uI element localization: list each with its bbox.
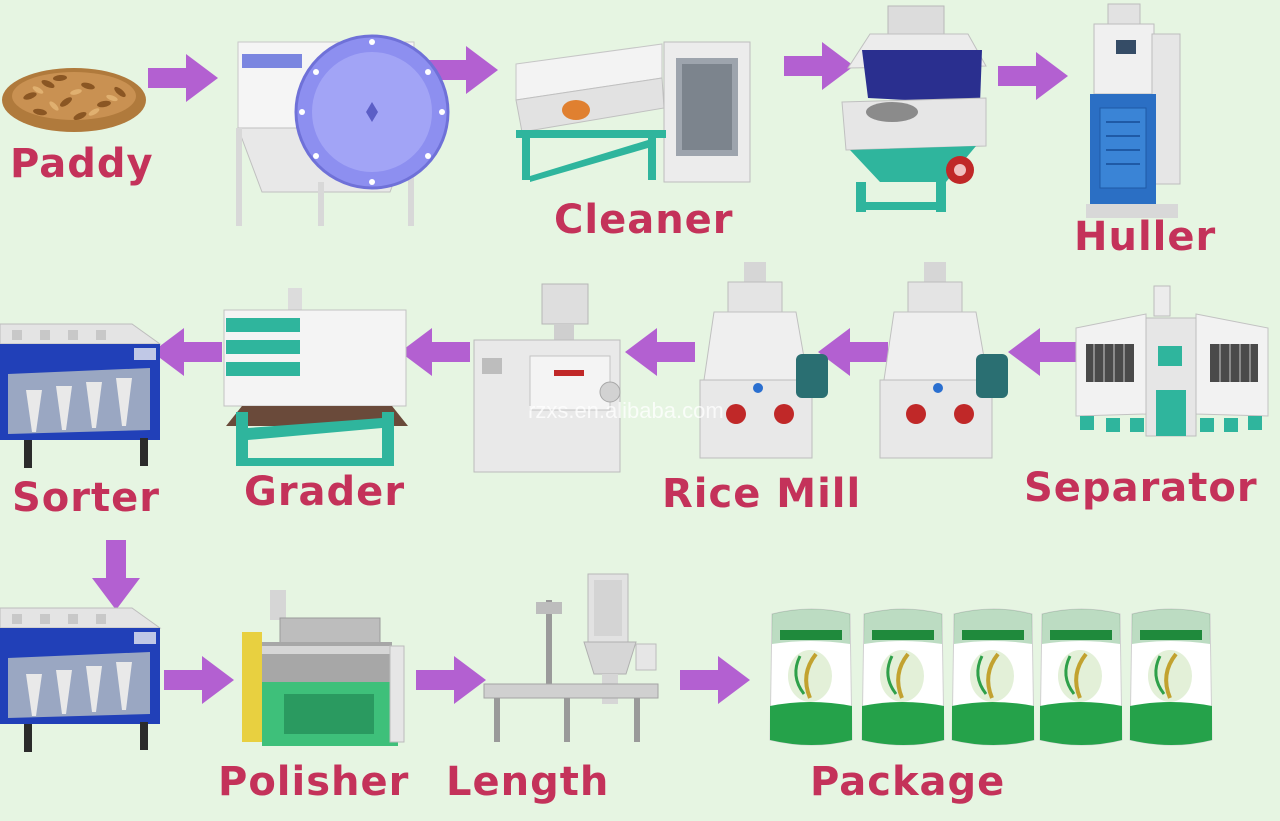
destoner-machine-icon [841, 5, 987, 212]
rice-bag-icon [950, 607, 1036, 747]
label-grader: Grader [244, 469, 406, 515]
rice-bag-icon [1128, 607, 1214, 747]
label-paddy: Paddy [10, 141, 154, 187]
arrow-right-icon [164, 656, 234, 704]
whitener-machine-icon [473, 283, 621, 473]
watermark: rzxs.en.alibaba.com [528, 398, 724, 423]
cleaner-machine-icon [515, 41, 751, 183]
huller-machine-icon [1086, 3, 1181, 218]
polisher-machine-icon [242, 590, 405, 746]
grain-pile-icon [2, 68, 146, 132]
drum-cleaner-machine-icon [236, 34, 450, 226]
label-cleaner: Cleaner [554, 197, 734, 243]
label-length: Length [446, 759, 610, 805]
separator-machine-icon [1075, 285, 1269, 437]
arrow-right-icon [998, 52, 1068, 100]
arrow-right-icon [416, 656, 486, 704]
label-polisher: Polisher [218, 759, 410, 805]
label-rice-mill: Rice Mill [662, 471, 862, 517]
label-separator: Separator [1024, 465, 1258, 511]
grader-machine-icon [223, 288, 408, 466]
rice-bag-icon [860, 607, 946, 747]
label-huller: Huller [1074, 214, 1217, 260]
rice-mill-machine-icon [879, 262, 1008, 459]
rice-mill-machine-icon [699, 262, 828, 459]
rice-bag-group [768, 607, 1214, 747]
rice-bag-icon [768, 607, 854, 747]
packing-scale-machine-icon [483, 573, 659, 742]
label-package: Package [810, 759, 1006, 805]
arrow-left-icon [1008, 328, 1078, 376]
arrow-right-icon [680, 656, 750, 704]
rice-bag-icon [1038, 607, 1124, 747]
color-sorter-machine-icon [0, 323, 162, 468]
arrow-down-icon [92, 540, 140, 610]
arrow-left-icon [400, 328, 470, 376]
arrow-right-icon [148, 54, 218, 102]
color-sorter-machine-icon [0, 607, 162, 752]
label-sorter: Sorter [12, 475, 160, 521]
